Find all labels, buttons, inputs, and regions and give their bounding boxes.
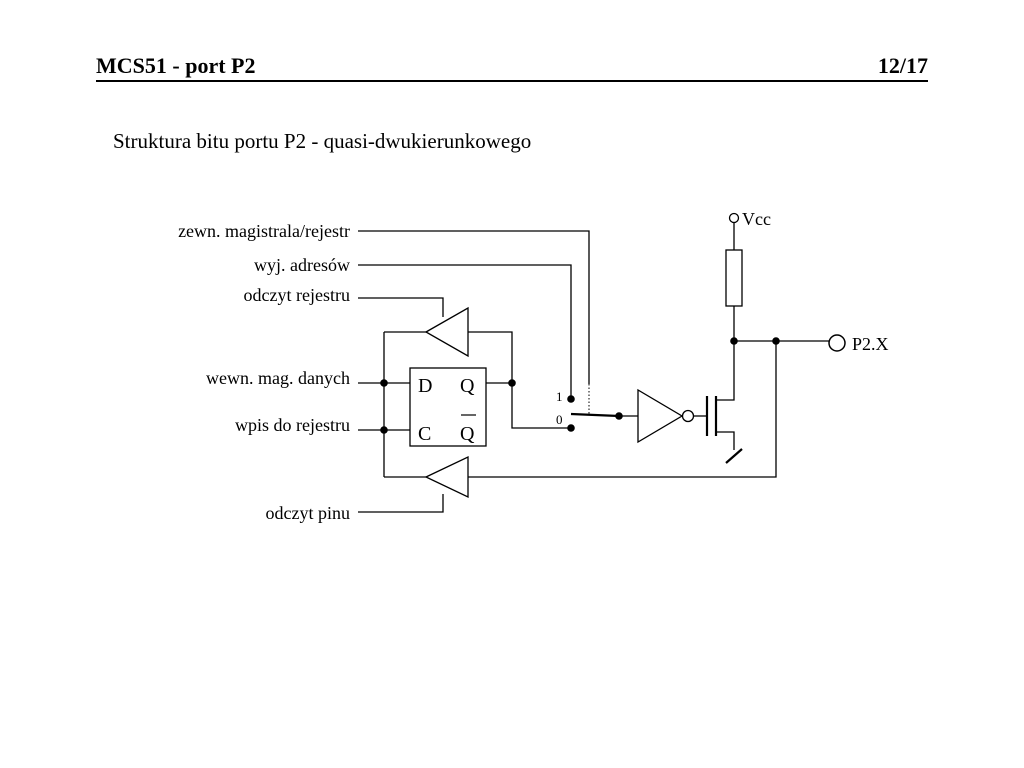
mosfet-drain bbox=[716, 341, 735, 401]
junction-output-node bbox=[730, 337, 738, 345]
page-number: 12/17 bbox=[877, 53, 928, 78]
latch-flipflop bbox=[409, 367, 487, 447]
slide-subtitle: Struktura bitu portu P2 - quasi-dwukieru… bbox=[113, 129, 532, 153]
label-reg-read: odczyt rejestru bbox=[244, 285, 350, 305]
flipflop-qbar-pin: Q bbox=[460, 423, 475, 445]
label-int-bus: wewn. mag. danych bbox=[206, 368, 350, 388]
label-reg-write: wpis do rejestru bbox=[235, 415, 350, 435]
wire-pin-sense bbox=[468, 341, 777, 478]
mosfet-source bbox=[716, 431, 735, 450]
label-addr-out: wyj. adresów bbox=[254, 255, 350, 275]
read-pin-buffer bbox=[424, 455, 469, 499]
vcc-label: Vcc bbox=[742, 209, 771, 229]
mux-input-0-label: 0 bbox=[556, 412, 563, 427]
junction-q bbox=[508, 379, 516, 387]
inverter-bubble bbox=[681, 409, 695, 423]
mux-switch-arm bbox=[570, 412, 620, 418]
ground-symbol bbox=[725, 448, 743, 464]
slide-header: MCS51 - port P2 12/17 bbox=[96, 52, 928, 82]
wire-addr-out bbox=[358, 264, 572, 399]
vcc-terminal bbox=[728, 212, 740, 224]
flipflop-q-pin: Q bbox=[460, 375, 475, 397]
flipflop-d-pin: D bbox=[418, 375, 432, 397]
junction-bus-d bbox=[380, 379, 388, 387]
flipflop-c-pin: C bbox=[418, 423, 431, 445]
mux-contact-1 bbox=[567, 395, 575, 403]
port-pin-terminal bbox=[828, 334, 846, 352]
junction-bus-c bbox=[380, 426, 388, 434]
slide-title: MCS51 - port P2 bbox=[96, 53, 256, 78]
wire-ext-bus bbox=[358, 230, 590, 384]
wire-reg-read bbox=[358, 297, 444, 317]
label-ext-bus: zewn. magistrala/rejestr bbox=[178, 221, 350, 241]
wire-pin-read bbox=[358, 494, 444, 513]
mux-input-1-label: 1 bbox=[556, 389, 563, 404]
mux-contact-0 bbox=[567, 424, 575, 432]
pullup-resistor bbox=[725, 249, 743, 307]
label-pin-read: odczyt pinu bbox=[266, 503, 350, 523]
output-inverter bbox=[637, 388, 684, 444]
port-pin-label: P2.X bbox=[852, 334, 889, 354]
read-register-buffer bbox=[424, 306, 469, 358]
junction-pin-sense bbox=[772, 337, 780, 345]
